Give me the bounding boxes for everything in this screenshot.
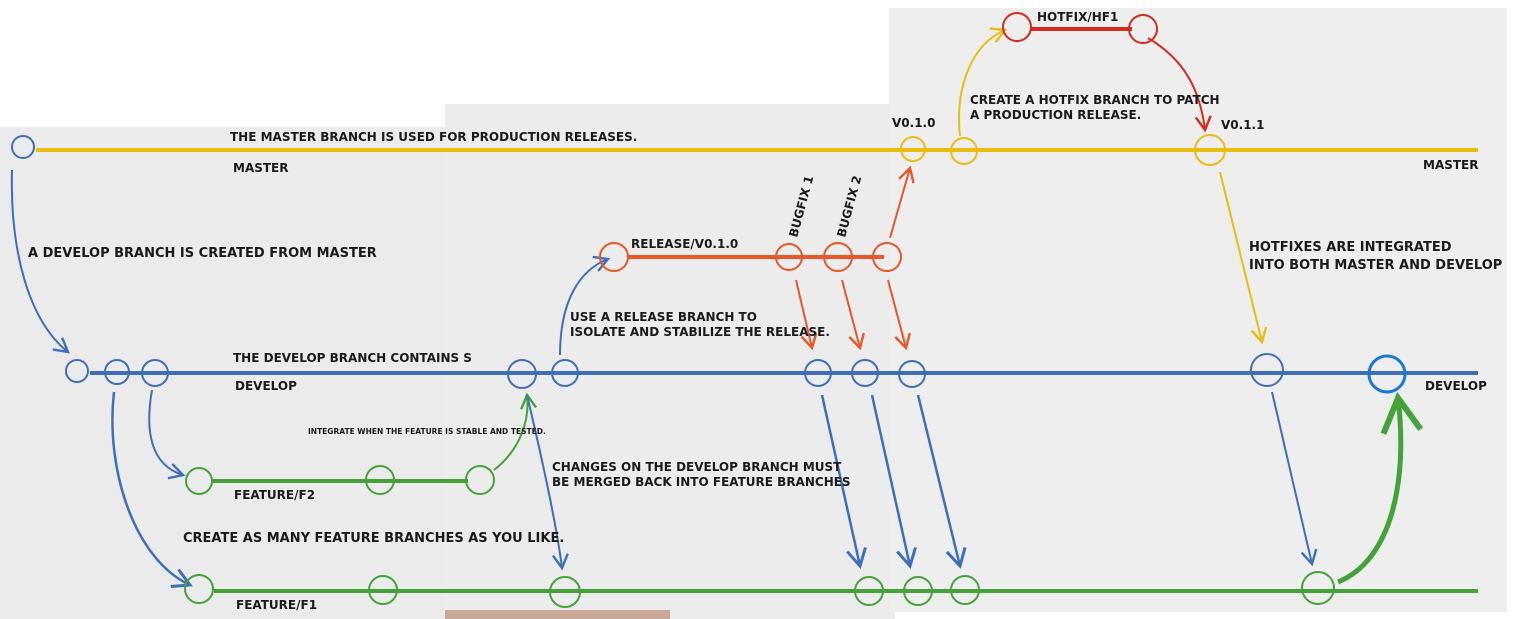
develop-label-right: DEVELOP bbox=[1425, 379, 1487, 393]
master-commit-v010 bbox=[900, 136, 926, 162]
arrow-develop-to-f1 bbox=[111, 391, 193, 589]
f1-commit-6 bbox=[950, 575, 980, 605]
commit-nodes bbox=[11, 12, 1407, 608]
arrow-develop-to-f1-a bbox=[820, 394, 867, 570]
develop-commit-final bbox=[1367, 354, 1407, 394]
release-text-line2: ISOLATE AND STABILIZE THE RELEASE. bbox=[570, 325, 830, 339]
arrow-release-to-master bbox=[889, 165, 915, 239]
hotfix-integrated-line2: INTO BOTH MASTER AND DEVELOP bbox=[1249, 258, 1502, 273]
master-label-left: MASTER bbox=[233, 161, 289, 175]
paper-patch-middle bbox=[445, 104, 895, 619]
create-features-text: CREATE AS MANY FEATURE BRANCHES AS YOU L… bbox=[183, 531, 564, 546]
labels: THE MASTER BRANCH IS USED FOR PRODUCTION… bbox=[28, 10, 1502, 612]
develop-description: THE DEVELOP BRANCH CONTAINS S bbox=[233, 351, 472, 365]
feature-f1-label: FEATURE/F1 bbox=[236, 598, 317, 612]
develop-commit-bugfix1 bbox=[804, 359, 832, 387]
release-commit-final bbox=[872, 242, 902, 272]
hotfix-branch-label: HOTFIX/HF1 bbox=[1037, 10, 1118, 24]
f2-commit-2 bbox=[365, 465, 395, 495]
develop-commit-bugfix2 bbox=[851, 359, 879, 387]
changes-text-line2: BE MERGED BACK INTO FEATURE BRANCHES bbox=[552, 475, 851, 489]
arrow-develop-to-f1-hotfix bbox=[1271, 391, 1318, 567]
f1-commit-3 bbox=[549, 576, 581, 608]
arrow-hotfix-to-master bbox=[1147, 37, 1212, 133]
arrow-develop-to-f1-merge bbox=[526, 394, 569, 571]
hotfix-text-line2: A PRODUCTION RELEASE. bbox=[970, 108, 1141, 122]
connectors bbox=[10, 27, 1424, 589]
arrow-bugfix1-to-develop bbox=[795, 279, 818, 351]
changes-text-line1: CHANGES ON THE DEVELOP BRANCH MUST bbox=[552, 460, 842, 474]
arrow-develop-to-release bbox=[559, 255, 611, 356]
release-text-line1: USE A RELEASE BRANCH TO bbox=[570, 310, 757, 324]
integrate-text: INTEGRATE WHEN THE FEATURE IS STABLE AND… bbox=[308, 427, 546, 436]
release-branch-label: RELEASE/V0.1.0 bbox=[631, 237, 738, 251]
release-commit-start bbox=[599, 242, 629, 272]
hotfix-commit-start bbox=[1002, 12, 1032, 42]
master-commit-start bbox=[11, 135, 35, 159]
hotfix-text-line1: CREATE A HOTFIX BRANCH TO PATCH bbox=[970, 93, 1220, 107]
develop-commit-release-base bbox=[551, 359, 579, 387]
develop-created-text: A DEVELOP BRANCH IS CREATED FROM MASTER bbox=[28, 246, 377, 261]
develop-commit-release bbox=[898, 360, 926, 388]
version-v011: V0.1.1 bbox=[1221, 118, 1264, 132]
arrow-master-to-develop bbox=[10, 169, 70, 354]
develop-commit-hotfix bbox=[1250, 353, 1284, 387]
develop-label-left: DEVELOP bbox=[235, 379, 297, 393]
hotfix-commit-end bbox=[1128, 14, 1158, 44]
paper-patch-right bbox=[889, 8, 1507, 612]
master-description: THE MASTER BRANCH IS USED FOR PRODUCTION… bbox=[230, 130, 637, 144]
f2-commit-1 bbox=[185, 467, 213, 495]
f1-commit-2 bbox=[368, 575, 398, 605]
master-commit-v011 bbox=[1194, 134, 1226, 166]
develop-commit-merge-f2 bbox=[507, 359, 537, 389]
arrow-f2-to-develop bbox=[493, 392, 538, 471]
hotfix-integrated-line1: HOTFIXES ARE INTEGRATED bbox=[1249, 240, 1452, 255]
f1-commit-1 bbox=[184, 574, 214, 604]
develop-commit-1 bbox=[65, 359, 89, 383]
arrow-develop-to-f1-c bbox=[916, 394, 967, 569]
arrow-master-to-develop-hotfix bbox=[1219, 171, 1268, 345]
arrow-develop-to-f2 bbox=[148, 389, 186, 480]
release-commit-bugfix1 bbox=[775, 243, 803, 271]
arrow-develop-to-f1-b bbox=[870, 394, 917, 570]
develop-commit-2 bbox=[104, 359, 130, 385]
arrow-f1-to-develop bbox=[1337, 391, 1424, 585]
master-commit-hotfix-base bbox=[950, 137, 978, 165]
arrow-master-to-hotfix bbox=[958, 27, 1008, 137]
release-commit-bugfix2 bbox=[823, 242, 853, 272]
feature-f2-label: FEATURE/F2 bbox=[234, 488, 315, 502]
paper-dark-shadow bbox=[445, 610, 670, 619]
f2-commit-3 bbox=[465, 465, 495, 495]
arrow-bugfix2-to-develop bbox=[841, 279, 865, 351]
arrow-release-to-develop bbox=[887, 279, 911, 351]
f1-commit-7 bbox=[1301, 571, 1335, 605]
version-v010: V0.1.0 bbox=[892, 116, 935, 130]
master-label-right: MASTER bbox=[1423, 158, 1479, 172]
f1-commit-5 bbox=[903, 576, 933, 606]
develop-commit-3 bbox=[141, 359, 169, 387]
f1-commit-4 bbox=[854, 576, 884, 606]
